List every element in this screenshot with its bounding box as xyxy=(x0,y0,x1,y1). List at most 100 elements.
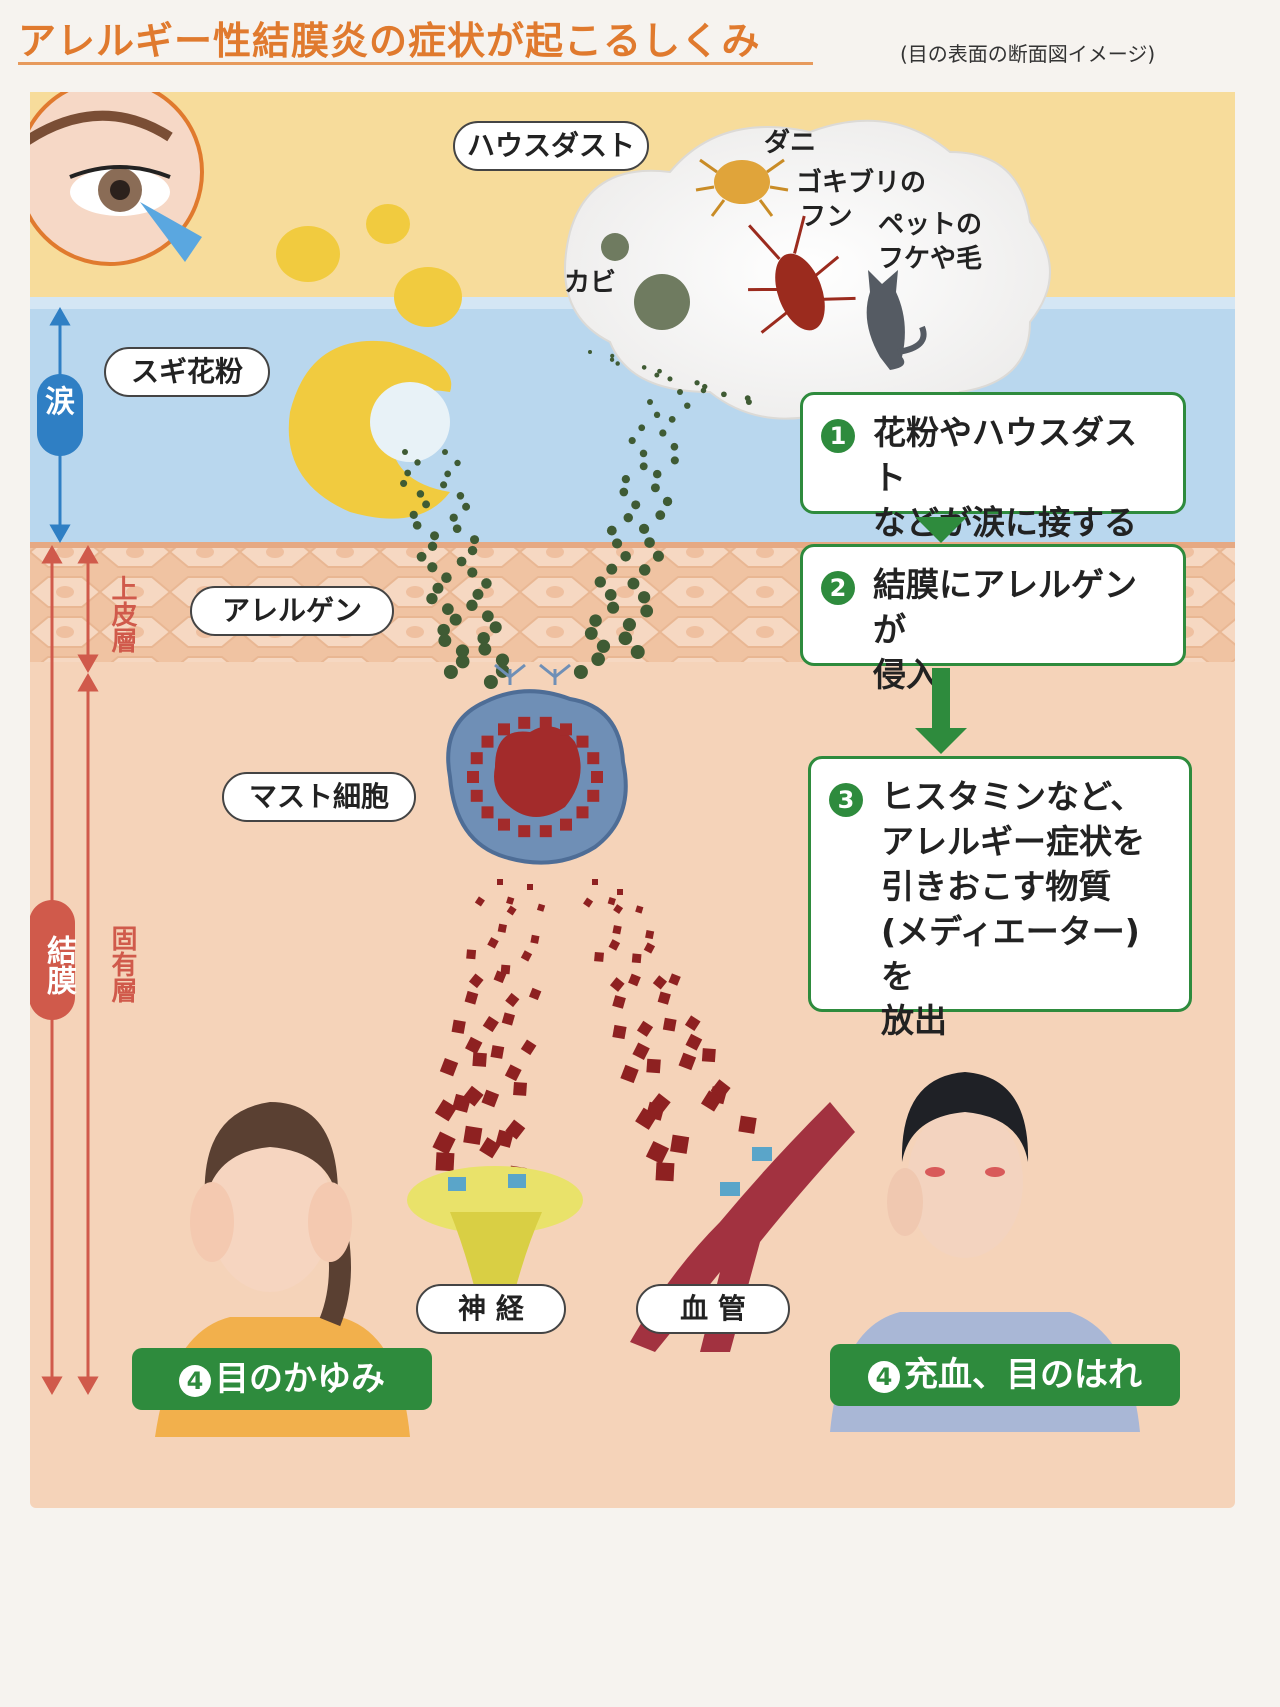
allergen-particle xyxy=(610,353,615,358)
allergen-particle xyxy=(412,521,422,530)
granule xyxy=(467,771,479,783)
mediator-particle xyxy=(700,1090,723,1112)
mediator-particle xyxy=(497,923,507,933)
step-2-box: 2 結膜にアレルゲンが 侵入 xyxy=(800,544,1186,694)
allergen-particle xyxy=(631,500,641,510)
mediator-particle xyxy=(527,884,533,890)
allergen-particle xyxy=(650,483,660,493)
granule xyxy=(539,825,552,838)
mediator-particle xyxy=(636,1020,654,1037)
mediator-particle xyxy=(612,925,622,935)
mediator-particle xyxy=(646,1058,661,1074)
mediator-particle xyxy=(504,1064,522,1082)
allergen-particle xyxy=(618,631,633,646)
mediator-particle xyxy=(505,992,520,1008)
allergen-particle xyxy=(745,399,752,405)
tears-layer-label: 涙 xyxy=(37,374,83,456)
allergen-particle xyxy=(668,415,676,423)
mediator-particle xyxy=(474,896,485,907)
mediator-particle xyxy=(652,975,668,990)
mediator-particle xyxy=(678,1052,697,1071)
allergen-particle xyxy=(426,593,438,605)
cockroach-icon xyxy=(748,215,856,334)
allergen-particle xyxy=(441,572,452,583)
step-3-number: 3 xyxy=(829,783,863,817)
allergen-particle xyxy=(655,510,666,521)
allergen-particle xyxy=(591,652,605,666)
mediator-particles xyxy=(432,879,757,1184)
pollen-grains xyxy=(276,204,462,519)
allergen-particle xyxy=(639,449,648,458)
allergen-particle xyxy=(677,389,683,395)
mediator-particle xyxy=(670,1134,690,1154)
allergen-particle xyxy=(440,481,448,489)
cockroach-label-line1: ゴキブリの xyxy=(796,168,927,198)
allergen-particle xyxy=(615,361,620,366)
allergen-particle xyxy=(443,665,458,679)
epithelium-layer-label: 上皮層 xyxy=(107,575,137,653)
allergen-particle xyxy=(416,490,425,498)
mediator-particle xyxy=(528,987,542,1001)
mediator-particle xyxy=(520,950,533,962)
mediator-particle xyxy=(536,903,546,912)
allergen-particle xyxy=(588,350,592,354)
granule xyxy=(470,789,483,802)
allergen-particle xyxy=(455,644,470,658)
mediator-particle xyxy=(530,934,540,944)
pet-label-line1: ペットの xyxy=(878,210,983,240)
step-arrow-1 xyxy=(915,517,967,543)
allergen-particle xyxy=(400,479,408,487)
step-2-number: 2 xyxy=(821,571,855,605)
title-underline xyxy=(18,62,813,65)
allergen-particle xyxy=(449,613,462,626)
allergen-particle xyxy=(477,631,490,645)
allergen-particle xyxy=(584,627,598,640)
granule xyxy=(576,735,589,748)
mediator-particle xyxy=(607,897,616,906)
mediator-particle xyxy=(612,1024,627,1040)
mediator-particle xyxy=(435,1152,455,1172)
granule xyxy=(481,735,494,748)
eye-inset xyxy=(30,92,204,266)
sugi-pollen-label: スギ花粉 xyxy=(104,347,270,397)
allergen-particle xyxy=(609,357,615,362)
allergen-particle xyxy=(647,399,653,405)
mediator-particle xyxy=(479,1137,501,1159)
mite-icon xyxy=(695,158,789,217)
mediator-particle xyxy=(632,1042,650,1060)
allergen-particle xyxy=(456,556,467,567)
allergen-particle xyxy=(414,459,421,466)
allergen-label: アレルゲン xyxy=(190,586,394,636)
epithelium-line xyxy=(30,542,1235,548)
mediator-particle xyxy=(463,1125,483,1145)
mediator-particle xyxy=(628,973,641,987)
mediator-particle xyxy=(685,1033,703,1051)
allergen-particle xyxy=(644,537,655,548)
mediator-particle xyxy=(451,1019,466,1034)
allergen-particle xyxy=(437,623,450,637)
mold-label: カビ xyxy=(564,268,617,298)
cockroach-label-line2: フン xyxy=(800,202,853,232)
mediator-particle xyxy=(612,995,626,1009)
allergen-particle xyxy=(652,469,662,479)
allergen-particle xyxy=(467,545,478,556)
step-1-box: 1 花粉やハウスダスト などが涙に接する xyxy=(800,392,1186,542)
step-arrow-2-stem xyxy=(932,668,950,732)
mediator-particle xyxy=(613,904,624,915)
mediator-particle xyxy=(684,1015,701,1031)
allergen-particle xyxy=(427,562,438,573)
allergen-particle xyxy=(444,470,452,478)
mediator-particle xyxy=(701,1048,716,1063)
outcome-1-number: 4 xyxy=(179,1364,211,1397)
allergen-particle xyxy=(628,437,636,445)
allergen-particle xyxy=(620,551,631,562)
allergen-particle xyxy=(470,535,480,545)
allergen-particle xyxy=(606,563,618,575)
allergen-particles xyxy=(400,350,752,689)
allergen-particle xyxy=(630,645,645,659)
mediator-particle xyxy=(497,879,503,885)
lamina-propria-layer-label: 固有層 xyxy=(107,925,137,1003)
allergen-particle xyxy=(442,449,448,455)
